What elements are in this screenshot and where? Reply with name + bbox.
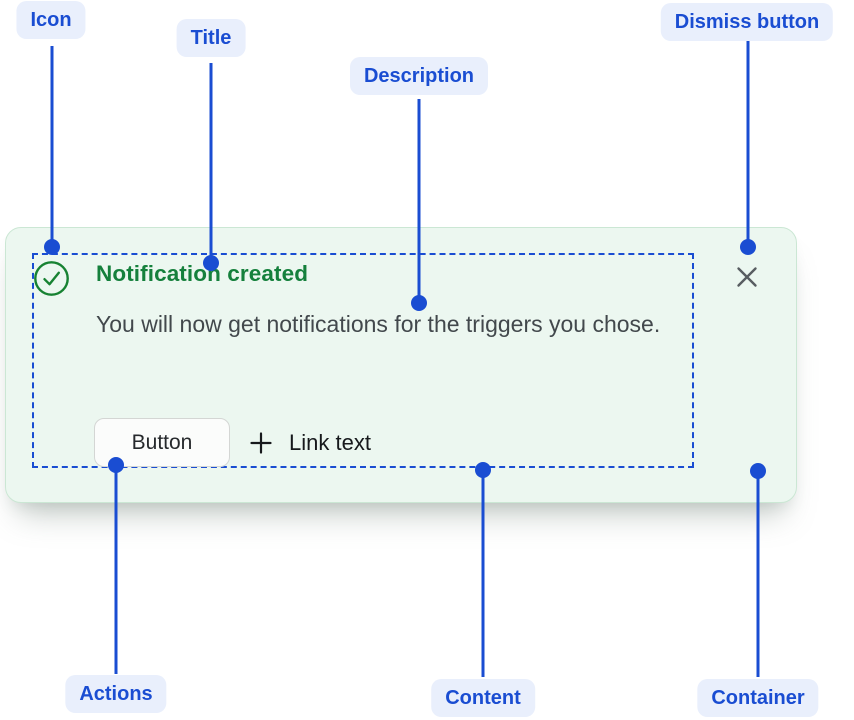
annotation-content-label: Content <box>431 679 535 717</box>
leader-dot <box>740 239 756 255</box>
leader-dot <box>750 463 766 479</box>
leader-line <box>114 465 118 674</box>
toast-title: Notification created <box>96 261 309 286</box>
annotation-title-label: Title <box>176 19 246 57</box>
toast-container: Notification created You will now get no… <box>5 227 797 503</box>
leader-line <box>481 470 485 677</box>
leader-dot <box>108 457 124 473</box>
leader-dot <box>411 295 427 311</box>
annotation-icon-label: Icon <box>16 1 86 39</box>
plus-icon <box>248 430 274 456</box>
close-icon <box>733 263 761 291</box>
annotation-container-label: Container <box>697 679 819 717</box>
toast-link-label: Link text <box>289 429 371 455</box>
leader-line <box>50 46 54 247</box>
leader-dot <box>475 462 491 478</box>
leader-dot <box>203 255 219 271</box>
leader-line <box>756 471 760 677</box>
annotation-dismiss-label: Dismiss button <box>660 3 834 41</box>
check-circle-icon <box>33 260 70 297</box>
annotation-description-label: Description <box>349 57 489 95</box>
annotation-actions-label: Actions <box>65 675 167 713</box>
leader-line <box>417 99 421 303</box>
leader-dot <box>44 239 60 255</box>
leader-line <box>746 41 750 247</box>
toast-description: You will now get notifications for the t… <box>96 311 661 337</box>
toast-link[interactable]: Link text <box>248 418 371 467</box>
dismiss-button[interactable] <box>730 262 764 292</box>
leader-line <box>209 63 213 263</box>
